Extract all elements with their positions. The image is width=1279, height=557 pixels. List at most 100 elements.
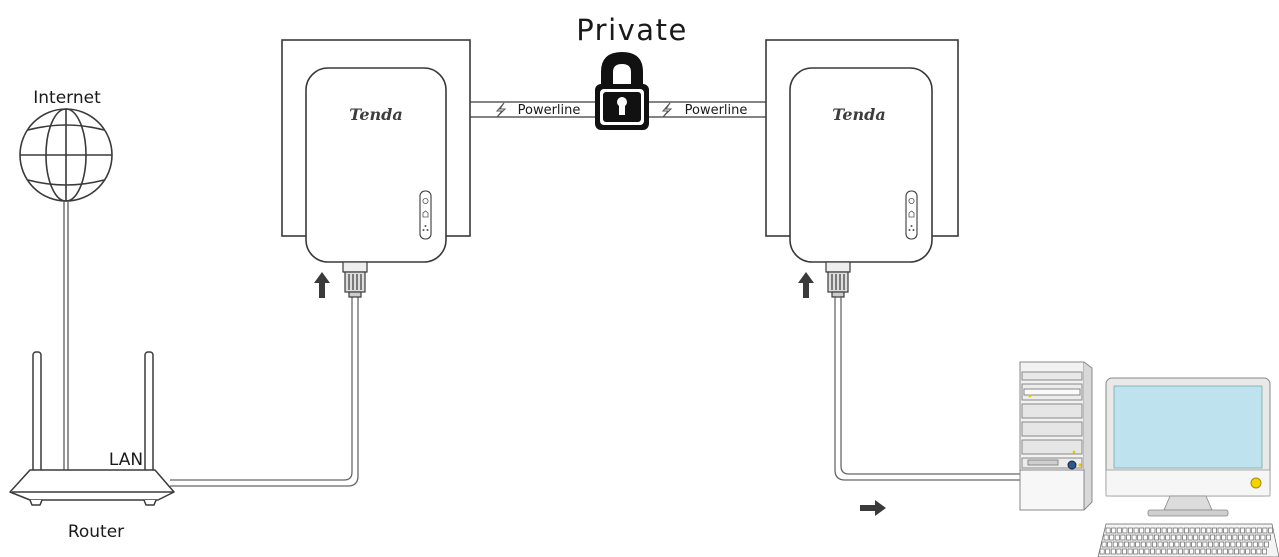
keyboard-key bbox=[1210, 534, 1215, 541]
keyboard-key bbox=[1184, 527, 1189, 534]
keyboard-key bbox=[1103, 534, 1109, 541]
keyboard-key bbox=[1254, 534, 1260, 541]
keyboard-key bbox=[1236, 541, 1241, 548]
keyboard-key bbox=[1156, 527, 1161, 534]
keyboard-key bbox=[1150, 527, 1156, 534]
keyboard-key bbox=[1146, 541, 1152, 548]
keyboard-key bbox=[1161, 527, 1167, 534]
keyboard-key bbox=[1213, 541, 1219, 548]
keyboard-key bbox=[1212, 527, 1217, 534]
router-icon bbox=[9, 351, 175, 506]
keyboard-icon bbox=[1097, 523, 1279, 557]
keyboard-key bbox=[1228, 527, 1234, 534]
powerline-led-icon bbox=[422, 210, 429, 218]
powerline-label-left: Powerline bbox=[518, 103, 581, 118]
keyboard-key bbox=[1228, 548, 1234, 555]
keyboard-key bbox=[1185, 541, 1191, 548]
keyboard-key bbox=[1219, 541, 1225, 548]
keyboard-key bbox=[1140, 541, 1146, 548]
keyboard-key bbox=[1243, 534, 1249, 541]
keyboard-key bbox=[1204, 534, 1210, 541]
keyboard-key bbox=[1144, 527, 1150, 534]
keyboard-key bbox=[1168, 541, 1174, 548]
lock-icon bbox=[595, 52, 649, 130]
powerline-label-right: Powerline bbox=[685, 103, 748, 118]
adapter-body-left bbox=[305, 67, 447, 263]
keyboard-key bbox=[1135, 541, 1141, 548]
keyboard-key bbox=[1245, 527, 1251, 534]
adapter-brand-right: Tenda bbox=[832, 105, 885, 124]
keyboard-key bbox=[1266, 534, 1271, 541]
keyboard-key bbox=[1118, 541, 1124, 548]
keyboard-key bbox=[1221, 534, 1227, 541]
keyboard-key bbox=[1239, 548, 1245, 555]
keyboard-key bbox=[1127, 548, 1133, 555]
arrow-up-icon bbox=[798, 272, 814, 298]
ethernet-plug-right bbox=[825, 261, 851, 298]
keyboard-key bbox=[1182, 534, 1187, 541]
keyboard-key bbox=[1137, 534, 1143, 541]
keyboard-key bbox=[1124, 541, 1129, 548]
power-led-icon bbox=[422, 197, 429, 204]
keyboard-key bbox=[1133, 527, 1139, 534]
keyboard-key bbox=[1110, 548, 1116, 555]
keyboard-key bbox=[1200, 527, 1206, 534]
keyboard-key bbox=[1194, 548, 1200, 555]
keyboard-key bbox=[1187, 534, 1193, 541]
keyboard-key bbox=[1105, 548, 1111, 555]
keyboard-key bbox=[1262, 548, 1267, 555]
keyboard-key bbox=[1144, 548, 1150, 555]
keyboard-key bbox=[1154, 534, 1159, 541]
ethernet-led-icon bbox=[908, 225, 915, 231]
keyboard-key bbox=[1139, 527, 1145, 534]
adapter-body-right bbox=[789, 67, 933, 263]
power-led-icon bbox=[908, 197, 915, 204]
keyboard-key bbox=[1170, 534, 1176, 541]
keyboard-key bbox=[1161, 548, 1167, 555]
keyboard-key bbox=[1142, 534, 1148, 541]
keyboard-key bbox=[1176, 534, 1182, 541]
keyboard-key bbox=[1172, 548, 1178, 555]
keyboard-key bbox=[1198, 534, 1204, 541]
adapter-pc-cable bbox=[834, 296, 1020, 481]
keyboard-key bbox=[1241, 541, 1247, 548]
keyboard-key bbox=[1128, 527, 1133, 534]
adapter-brand-left: Tenda bbox=[349, 105, 402, 124]
keyboard-key bbox=[1152, 541, 1157, 548]
keyboard-key bbox=[1260, 534, 1266, 541]
keyboard-key bbox=[1206, 548, 1211, 555]
keyboard-key bbox=[1258, 541, 1264, 548]
keyboard-key bbox=[1126, 534, 1131, 541]
keyboard-key bbox=[1252, 541, 1258, 548]
keyboard-key bbox=[1224, 541, 1230, 548]
powerline-cable-left bbox=[470, 101, 598, 118]
keyboard-key bbox=[1249, 534, 1255, 541]
led-strip-right bbox=[905, 190, 918, 240]
keyboard-key bbox=[1150, 548, 1155, 555]
keyboard-key bbox=[1206, 527, 1212, 534]
led-strip-left bbox=[419, 190, 432, 240]
keyboard-key bbox=[1189, 527, 1195, 534]
arrow-up-icon bbox=[314, 272, 330, 298]
keyboard-key bbox=[1138, 548, 1144, 555]
keyboard-key bbox=[1245, 548, 1251, 555]
lan-label: LAN bbox=[109, 450, 143, 470]
keyboard-key bbox=[1238, 534, 1243, 541]
keyboard-key bbox=[1114, 534, 1120, 541]
keyboard-key bbox=[1166, 548, 1172, 555]
ethernet-led-icon bbox=[422, 225, 429, 231]
monitor-icon bbox=[1105, 377, 1271, 517]
keyboard-key bbox=[1105, 527, 1111, 534]
keyboard-key bbox=[1111, 527, 1117, 534]
diagram-title: Private bbox=[576, 13, 688, 47]
lightning-icon bbox=[661, 102, 673, 118]
lightning-icon bbox=[495, 102, 507, 118]
router-adapter-cable bbox=[170, 296, 359, 487]
powerline-led-icon bbox=[908, 210, 915, 218]
keyboard-key bbox=[1116, 527, 1122, 534]
keyboard-key bbox=[1178, 548, 1183, 555]
keyboard-key bbox=[1167, 527, 1173, 534]
keyboard-key bbox=[1211, 548, 1217, 555]
keyboard-key bbox=[1189, 548, 1195, 555]
keyboard-key bbox=[1155, 548, 1161, 555]
